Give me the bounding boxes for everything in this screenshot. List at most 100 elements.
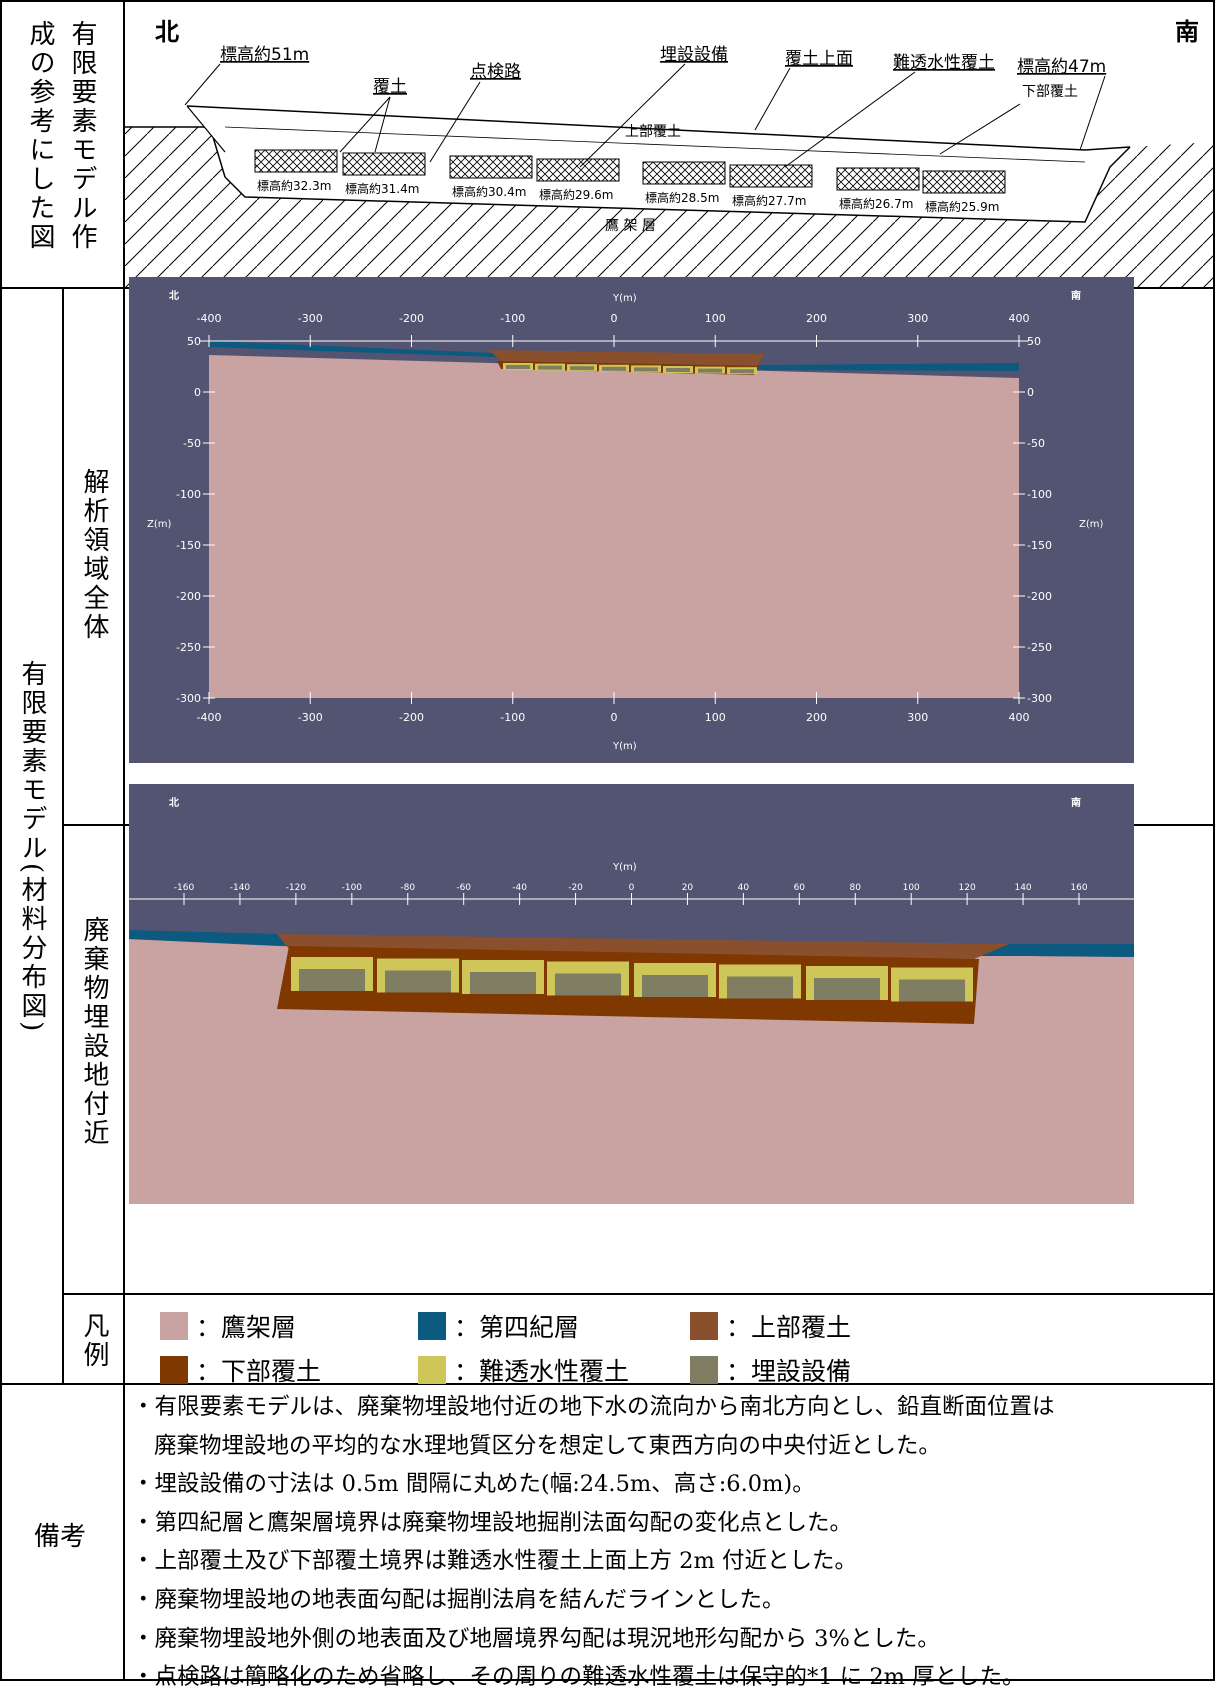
near-x-tick: -60 xyxy=(456,883,471,893)
reference-label-col2: 成の参考にした図 xyxy=(25,20,55,252)
remark-line: ・上部覆土及び下部覆土境界は難透水性覆土上面上方 2m 付近とした。 xyxy=(132,1548,857,1575)
near-buried-facility xyxy=(814,978,880,1000)
remark-line: ・点検路は簡略化のため省略し、その周りの難透水性覆土は保守的*1 に 2m 厚と… xyxy=(132,1664,1025,1691)
buried-facility xyxy=(730,369,754,374)
near-x-tick: 80 xyxy=(850,883,862,893)
remarks-label: 備考 xyxy=(34,1522,87,1552)
whole-x-tick-bottom: 0 xyxy=(611,711,618,724)
whole-x-title-bottom: Y(m) xyxy=(612,741,637,752)
whole-z-tick-right: -300 xyxy=(1027,692,1052,705)
legend-label: ：上部覆土 xyxy=(726,1313,852,1342)
whole-domain-label: 解析領域全体 xyxy=(79,468,109,642)
ref-facility xyxy=(642,161,726,185)
whole-z-tick-right: 0 xyxy=(1027,386,1034,399)
buried-facility xyxy=(634,367,658,372)
near-x-tick: 100 xyxy=(903,883,920,893)
near-x-tick: 20 xyxy=(682,883,694,893)
legend-label: ：下部覆土 xyxy=(196,1357,322,1386)
near-x-tick: 60 xyxy=(794,883,806,893)
near-buried-facility xyxy=(555,973,621,996)
ref-facility-elevation: 標高約26.7m xyxy=(839,196,913,211)
whole-z-tick-right: -150 xyxy=(1027,539,1052,552)
remark-line: ・第四紀層と鷹架層境界は廃棄物埋設地掘削法面勾配の変化点とした。 xyxy=(132,1509,853,1536)
near-quaternary-south xyxy=(979,944,1134,957)
buried-facility xyxy=(538,365,562,370)
near-buried-facility xyxy=(727,976,793,999)
legend-label: ：鷹架層 xyxy=(196,1313,297,1342)
ref-buried-facility: 埋設設備 xyxy=(660,45,728,65)
near-x-tick: -80 xyxy=(400,883,415,893)
whole-x-tick-top: -100 xyxy=(500,312,525,325)
near-x-tick: -120 xyxy=(286,883,307,893)
ref-facility xyxy=(729,164,813,188)
legend-item: ：第四紀層 xyxy=(418,1308,579,1344)
takanosu-region xyxy=(209,355,1019,698)
near-x-title: Y(m) xyxy=(612,862,637,873)
whole-z-tick-right: 50 xyxy=(1027,335,1041,348)
near-x-tick: -40 xyxy=(512,883,527,893)
near-x-tick: -140 xyxy=(230,883,251,893)
whole-x-tick-bottom: 100 xyxy=(705,711,726,724)
whole-z-tick-right: -50 xyxy=(1027,437,1045,450)
legend-swatch xyxy=(690,1312,718,1340)
whole-z-tick-left: -300 xyxy=(176,692,201,705)
whole-z-tick-right: -100 xyxy=(1027,488,1052,501)
ref-facility xyxy=(342,152,426,176)
near-x-tick: 40 xyxy=(738,883,750,893)
site-upper-cover xyxy=(489,350,765,366)
whole-z-title-right: Z(m) xyxy=(1079,519,1103,530)
near-x-tick: 120 xyxy=(959,883,976,893)
near-buried-facility xyxy=(299,969,365,991)
near-x-tick: -20 xyxy=(568,883,583,893)
whole-z-tick-left: -100 xyxy=(176,488,201,501)
reference-label-col1: 有限要素モデル作 xyxy=(67,20,97,252)
near-site-label: 廃棄物埋設地付近 xyxy=(79,916,109,1148)
whole-z-title-left: Z(m) xyxy=(147,519,171,530)
whole-south: 南 xyxy=(1071,289,1081,302)
whole-z-tick-right: -200 xyxy=(1027,590,1052,603)
whole-x-tick-top: -200 xyxy=(399,312,424,325)
ref-facility xyxy=(536,158,620,182)
near-north: 北 xyxy=(169,796,179,809)
whole-x-tick-bottom: -400 xyxy=(197,711,222,724)
whole-x-tick-top: 0 xyxy=(611,312,618,325)
whole-x-tick-top: -300 xyxy=(298,312,323,325)
ref-facility-elevation: 標高約30.4m xyxy=(452,184,526,199)
near-x-tick: -160 xyxy=(174,883,195,893)
legend-item: ：難透水性覆土 xyxy=(418,1352,629,1388)
ref-facility-elevation: 標高約29.6m xyxy=(539,187,613,202)
legend-swatch xyxy=(160,1312,188,1340)
quaternary-region xyxy=(209,341,1019,371)
whole-x-tick-bottom: -300 xyxy=(298,711,323,724)
near-quaternary-region xyxy=(129,930,289,946)
near-x-tick: 160 xyxy=(1070,883,1087,893)
whole-z-tick-right: -250 xyxy=(1027,641,1052,654)
buried-facility xyxy=(506,365,530,369)
whole-x-tick-bottom: 200 xyxy=(806,711,827,724)
cover-top-line xyxy=(186,105,1086,151)
legend-swatch xyxy=(418,1356,446,1384)
near-x-tick: 140 xyxy=(1014,883,1031,893)
ref-facility-elevation: 標高約32.3m xyxy=(257,178,331,193)
legend-label: ：難透水性覆土 xyxy=(454,1357,630,1386)
near-buried-facility xyxy=(642,975,708,997)
legend-item: ：下部覆土 xyxy=(160,1352,321,1388)
whole-domain-model: -400-400-300-300-200-200-100-10000100100… xyxy=(129,277,1134,763)
ref-facility-elevation: 標高約25.9m xyxy=(925,199,999,214)
ref-north: 北 xyxy=(155,18,179,46)
whole-x-tick-bottom: 300 xyxy=(907,711,928,724)
buried-facility xyxy=(666,368,690,372)
whole-x-tick-bottom: -100 xyxy=(500,711,525,724)
near-buried-facility xyxy=(470,972,536,994)
remark-line: 廃棄物埋設地の平均的な水理地質区分を想定して東西方向の中央付近とした。 xyxy=(154,1432,941,1459)
whole-x-tick-bottom: -200 xyxy=(399,711,424,724)
buried-facility xyxy=(570,366,594,371)
ref-facility-elevation: 標高約31.4m xyxy=(345,181,419,196)
legend-label: ：埋設設備 xyxy=(726,1357,852,1386)
buried-facility xyxy=(602,366,626,371)
ref-lower-cover: 下部覆土 xyxy=(1022,84,1078,100)
near-x-tick: -100 xyxy=(342,883,363,893)
ref-elev-north: 標高約51m xyxy=(220,45,309,65)
